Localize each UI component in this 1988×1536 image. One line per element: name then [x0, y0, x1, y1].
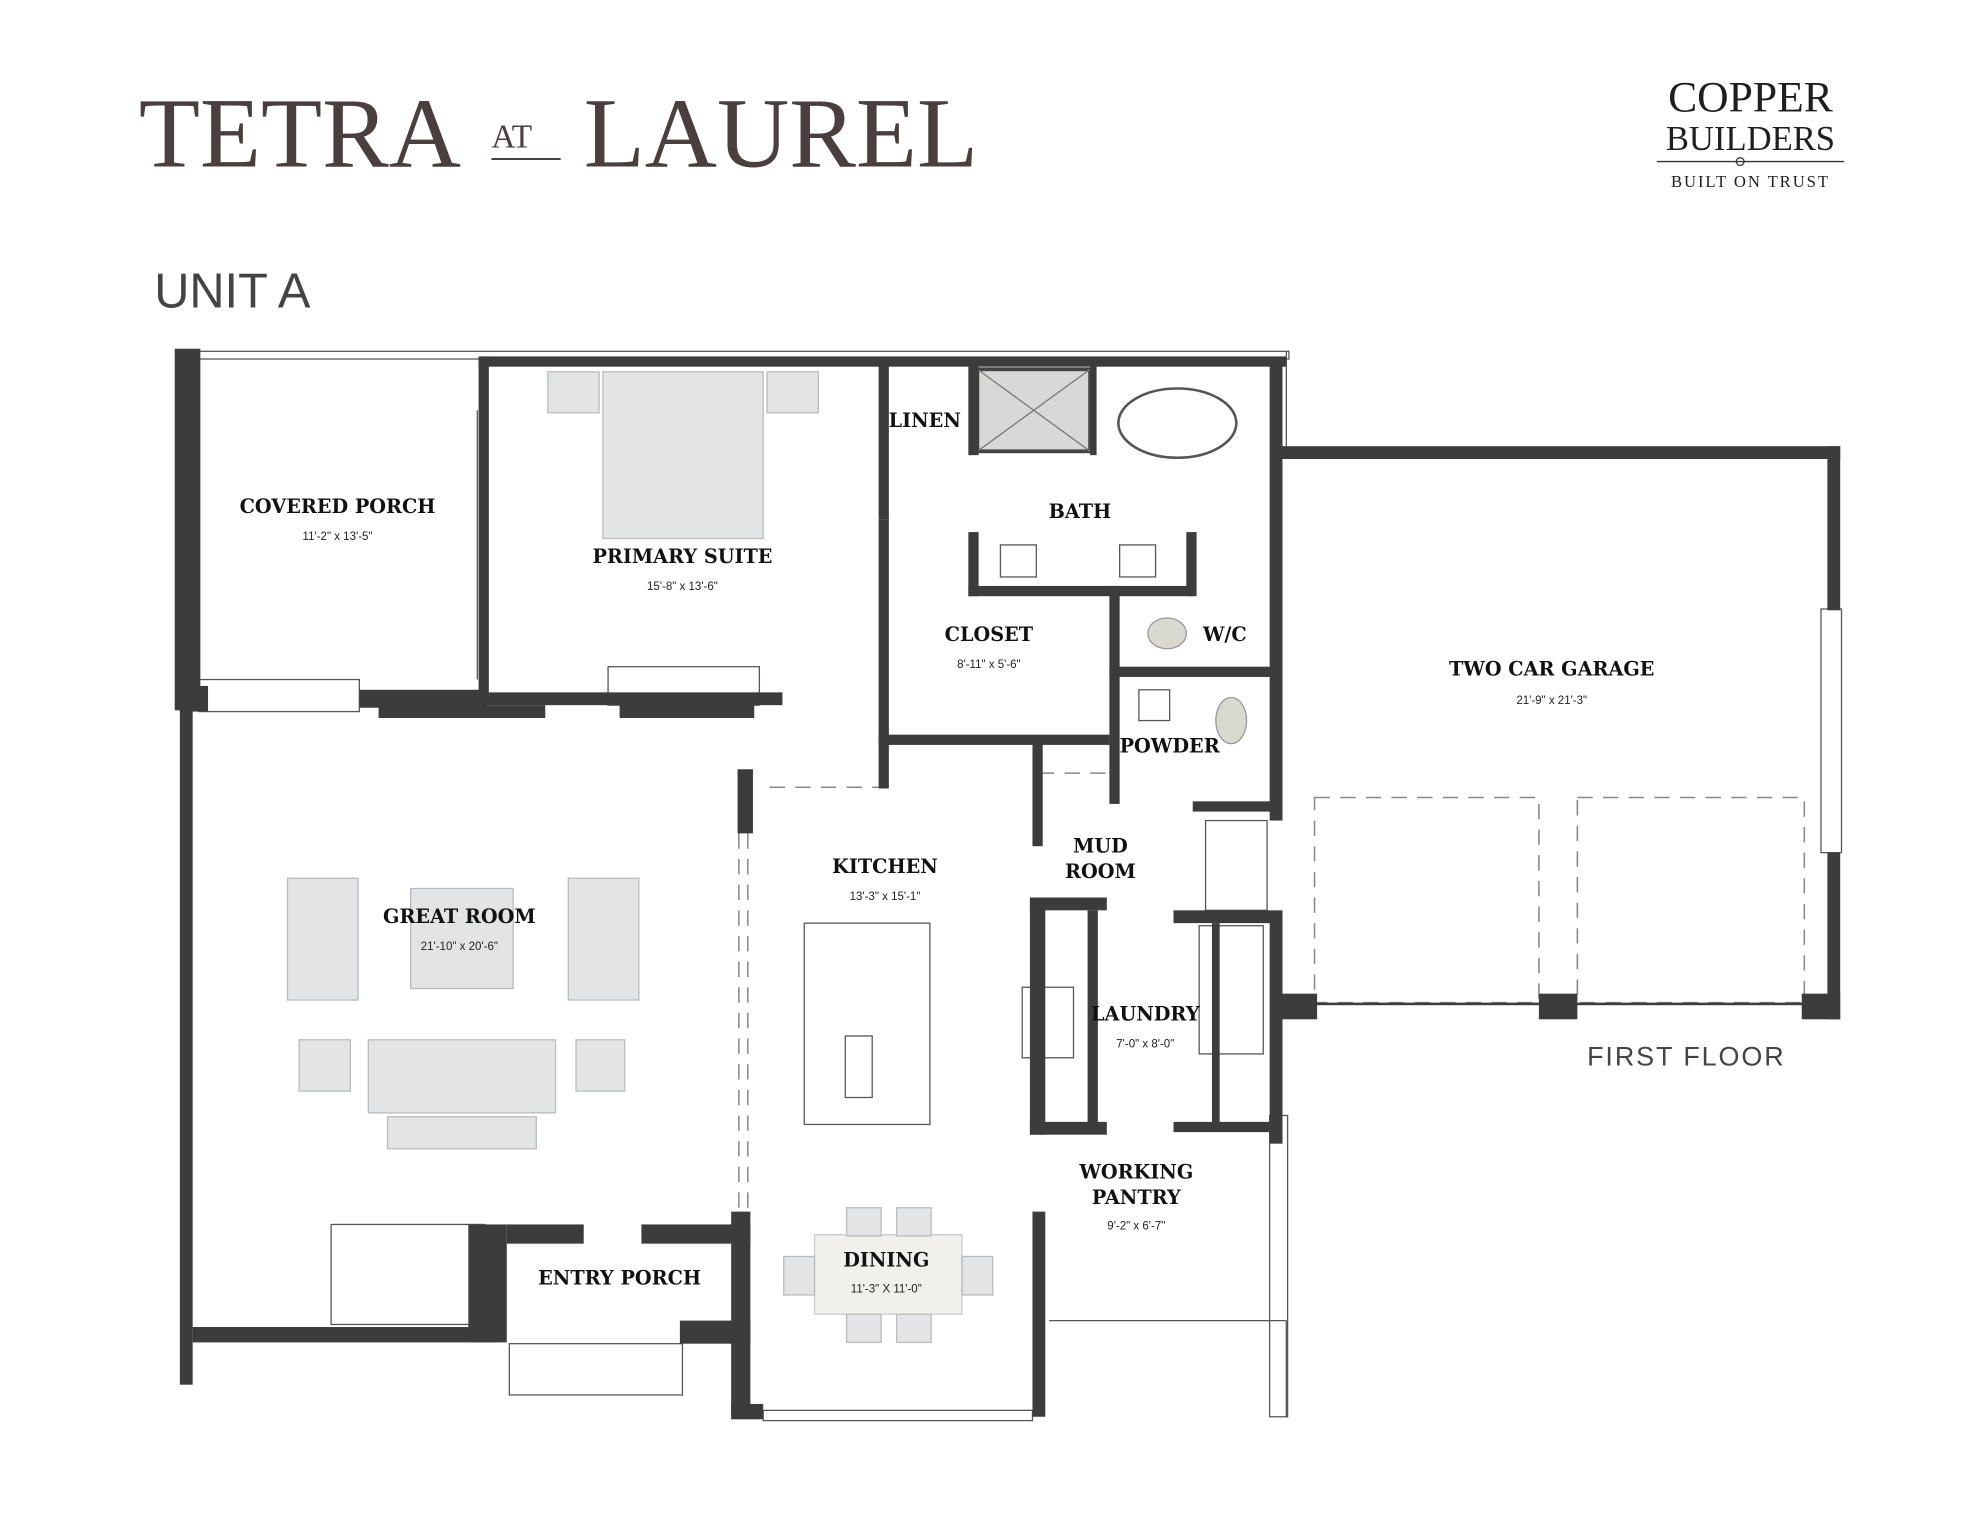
- side-table: [575, 1039, 626, 1092]
- key-icon: [1735, 157, 1745, 167]
- dim-closet: 8'-11" x 5'-6": [957, 659, 1021, 671]
- title-laurel: LAUREL: [584, 78, 978, 189]
- room-labels: COVERED PORCH 11'-2" x 13'-5" PRIMARY SU…: [240, 409, 1786, 1295]
- logo-copper: COPPER: [1668, 74, 1833, 122]
- room-bath: BATH: [1049, 500, 1112, 523]
- room-pantry-2: PANTRY: [1092, 1186, 1181, 1209]
- room-laundry: LAUNDRY: [1091, 1003, 1200, 1026]
- room-linen: LINEN: [889, 409, 961, 432]
- dim-covered-porch: 11'-2" x 13'-5": [303, 531, 373, 543]
- copper-builders-logo: COPPER BUILDERS BUILT ON TRUST: [1656, 74, 1845, 191]
- dim-pantry: 9'-2" x 6'-7": [1107, 1221, 1165, 1233]
- logo-tagline: BUILT ON TRUST: [1671, 172, 1830, 191]
- sink: [1138, 689, 1171, 722]
- armchair: [286, 877, 359, 1001]
- unit-label: UNIT A: [154, 265, 311, 319]
- kitchen-sink: [844, 1035, 873, 1099]
- window-lines: [198, 350, 1843, 1422]
- nightstand: [766, 371, 819, 414]
- furniture: [286, 367, 1268, 1344]
- room-powder: POWDER: [1120, 735, 1221, 758]
- room-great-room: GREAT ROOM: [383, 905, 536, 928]
- toilet: [1215, 696, 1248, 745]
- room-kitchen: KITCHEN: [832, 855, 938, 878]
- steps: [1204, 819, 1268, 911]
- floor-label: FIRST FLOOR: [1587, 1041, 1786, 1071]
- kitchen-island: [803, 922, 931, 1126]
- room-dining: DINING: [843, 1249, 929, 1272]
- dining-table: [813, 1234, 963, 1315]
- sofa: [367, 1039, 557, 1114]
- header: TETRA AT LAUREL COPPER BUILDERS BUILT ON…: [139, 74, 1845, 319]
- room-mud-2: ROOM: [1065, 860, 1136, 883]
- title-at: AT: [491, 118, 532, 155]
- armchair: [567, 877, 640, 1001]
- washer-dryer: [1198, 925, 1264, 1055]
- room-primary-suite: PRIMARY SUITE: [592, 545, 772, 568]
- walls: [174, 348, 1841, 1420]
- dim-great-room: 21'-10" x 20'-6": [421, 941, 498, 953]
- stairs: [330, 1223, 486, 1326]
- dim-dining: 11'-3" X 11'-0": [851, 1283, 922, 1295]
- bed: [602, 371, 764, 540]
- bathtub: [1117, 387, 1238, 460]
- dim-laundry: 7'-0" x 8'-0": [1116, 1039, 1174, 1051]
- sink: [1119, 544, 1157, 578]
- room-pantry: WORKING: [1078, 1160, 1193, 1183]
- room-entry-porch: ENTRY PORCH: [538, 1267, 701, 1290]
- room-mud: MUD: [1073, 835, 1128, 858]
- dim-kitchen: 13'-3" x 15'-1": [850, 891, 921, 903]
- side-table: [298, 1039, 352, 1092]
- nightstand: [547, 371, 600, 414]
- room-closet: CLOSET: [945, 623, 1034, 646]
- ottoman: [409, 887, 514, 990]
- room-wc: W/C: [1202, 623, 1247, 646]
- title-tetra: TETRA: [139, 78, 461, 189]
- room-covered-porch: COVERED PORCH: [240, 495, 436, 518]
- dim-garage: 21'-9" x 21'-3": [1516, 695, 1587, 707]
- sink: [999, 544, 1037, 578]
- room-garage: TWO CAR GARAGE: [1449, 658, 1654, 681]
- range-hood: [1021, 986, 1075, 1059]
- dim-primary-suite: 15'-8" x 13'-6": [647, 581, 718, 593]
- logo-builders: BUILDERS: [1666, 120, 1835, 158]
- toilet: [1147, 617, 1187, 650]
- console: [386, 1116, 537, 1150]
